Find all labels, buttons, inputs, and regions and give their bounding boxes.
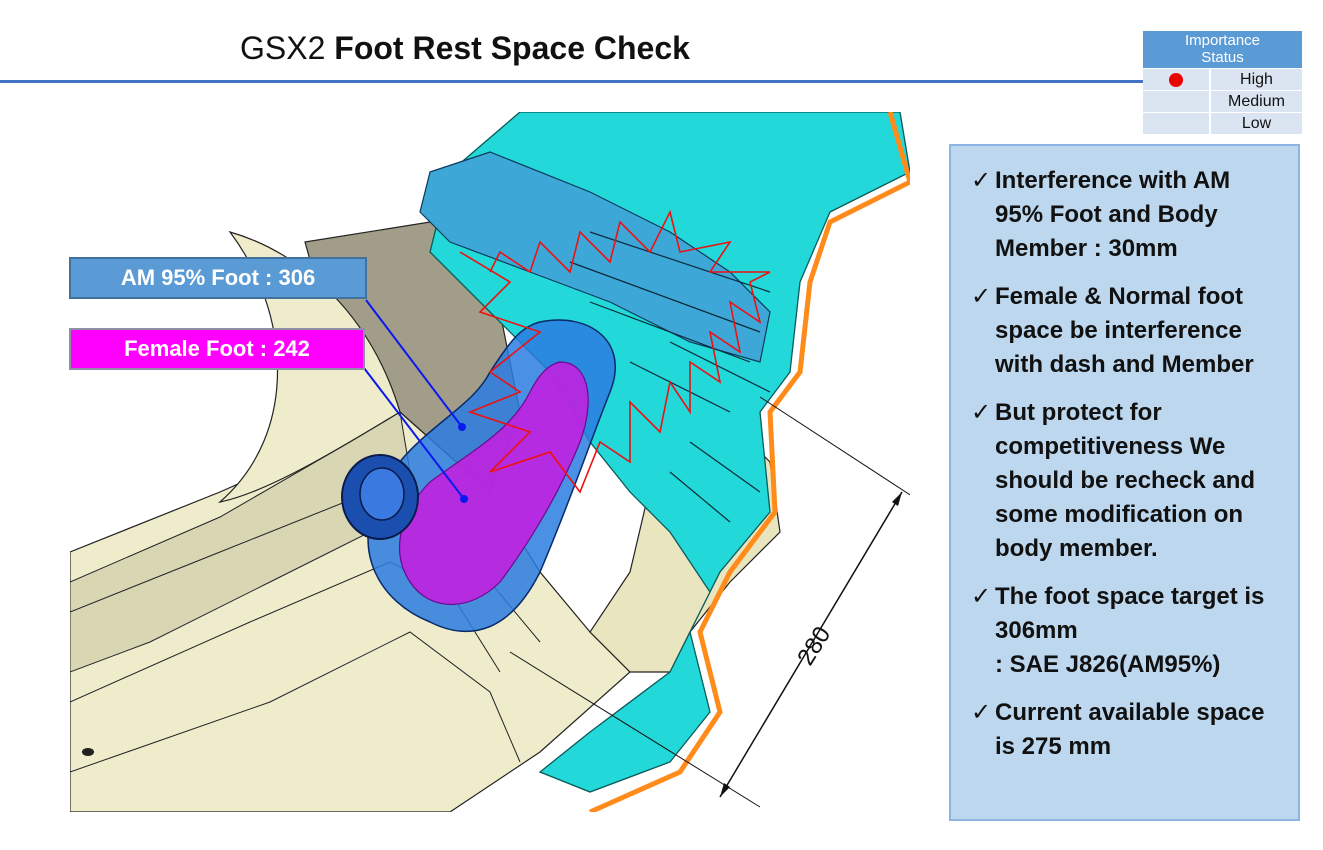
am-foot-label-text: AM 95% Foot : 306 (120, 265, 316, 290)
note-text: Female & Normal foot space be interferen… (995, 283, 1254, 378)
importance-marker-cell (1143, 69, 1209, 90)
member-detail-lines (569, 231, 771, 523)
cad-foot-space-figure: 280 (70, 112, 910, 812)
title-divider (0, 80, 1150, 83)
title-main: Foot Rest Space Check (334, 30, 690, 66)
dimension-line (719, 491, 903, 798)
interference-zigzag (459, 209, 771, 494)
importance-status-table: Importance Status High Medium Low (1143, 31, 1302, 134)
note-text: The foot space target is 306mm : SAE J82… (995, 583, 1265, 678)
female-foot-label-text: Female Foot : 242 (124, 336, 310, 361)
title-prefix: GSX2 (240, 30, 335, 66)
page-title: GSX2 Foot Rest Space Check (240, 30, 690, 67)
female-foot-shape (399, 361, 589, 605)
am-foot-leader-line (365, 299, 463, 428)
am-foot-label: AM 95% Foot : 306 (69, 257, 367, 299)
importance-marker-cell (1143, 113, 1209, 134)
importance-header-text: Importance Status (1184, 32, 1261, 66)
importance-label-low: Low (1211, 113, 1302, 134)
female-foot-label: Female Foot : 242 (69, 328, 365, 370)
note-item: ✓Female & Normal foot space be interfere… (971, 280, 1284, 382)
importance-row-high: High (1143, 69, 1302, 90)
importance-label-medium: Medium (1211, 91, 1302, 112)
importance-row-low: Low (1143, 113, 1302, 134)
note-item: ✓But protect for competitiveness We shou… (971, 396, 1284, 566)
dimension-value: 280 (792, 622, 836, 670)
checkmark-icon: ✓ (971, 167, 992, 194)
importance-label-high: High (1211, 69, 1302, 90)
note-item: ✓Current available space is 275 mm (971, 696, 1284, 764)
dimension-ext-bottom (509, 651, 761, 808)
dash-upper-blue (419, 151, 771, 363)
checkmark-icon: ✓ (971, 399, 992, 426)
note-text: But protect for competitiveness We shoul… (995, 399, 1256, 562)
dimension-arrow-bottom (720, 783, 730, 797)
checkmark-icon: ✓ (971, 583, 992, 610)
checkmark-icon: ✓ (971, 699, 992, 726)
red-dot-icon (1169, 72, 1183, 87)
note-item: ✓The foot space target is 306mm : SAE J8… (971, 580, 1284, 682)
orange-outline (588, 112, 910, 812)
floor-contour-3 (70, 631, 521, 773)
importance-row-medium: Medium (1143, 91, 1302, 112)
importance-marker-cell (1143, 91, 1209, 112)
foot-heel-ring-inner (359, 467, 405, 521)
note-text: Interference with AM 95% Foot and Body M… (995, 167, 1231, 262)
female-foot-leader-dot (460, 495, 468, 503)
am-foot-leader-dot (458, 423, 466, 431)
notes-list: ✓Interference with AM 95% Foot and Body … (971, 164, 1284, 764)
note-item: ✓Interference with AM 95% Foot and Body … (971, 164, 1284, 266)
dimension-ext-top (759, 396, 910, 496)
importance-header: Importance Status (1143, 31, 1302, 68)
female-foot-leader-line (363, 367, 465, 500)
notes-panel: ✓Interference with AM 95% Foot and Body … (949, 144, 1300, 821)
checkmark-icon: ✓ (971, 283, 992, 310)
note-text: Current available space is 275 mm (995, 699, 1265, 760)
dimension-arrow-top (892, 492, 902, 506)
floor-hole (82, 748, 94, 756)
